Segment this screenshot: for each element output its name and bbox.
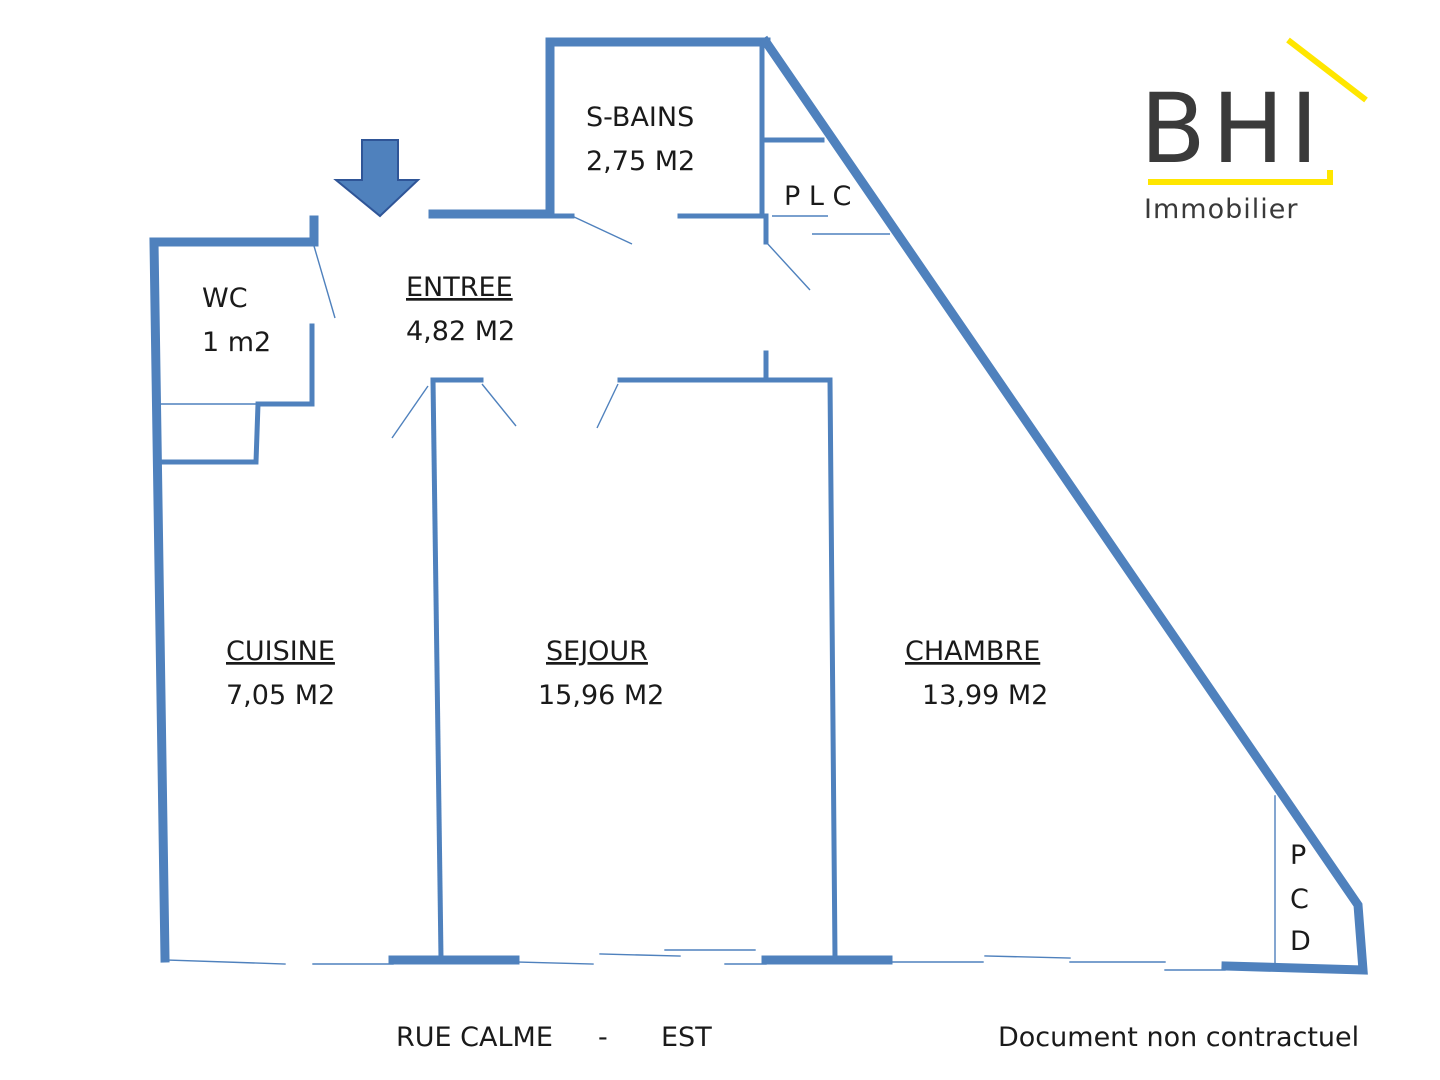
entree-area: 4,82 M2: [406, 316, 515, 347]
window-kitchen-1: [164, 959, 286, 965]
living-door-swing-right: [596, 383, 619, 429]
logo-subtitle: Immobilier: [1144, 194, 1298, 225]
entree-name: ENTREE: [406, 272, 513, 303]
door-swings: [313, 215, 890, 439]
bathroom-outer-wall: [545, 37, 771, 219]
street-name: RUE CALME: [396, 1022, 553, 1053]
bathroom-door-swing: [571, 215, 633, 245]
pcd-letter-p: P: [1290, 840, 1306, 871]
window-living-1: [514, 961, 594, 965]
sejour-name: SEJOUR: [546, 636, 648, 667]
entry-arrow-icon: [333, 139, 421, 218]
cuisine-area: 7,05 M2: [226, 680, 335, 711]
logo-roof-icon: [1286, 37, 1368, 103]
logo-underline-icon: [1148, 170, 1333, 185]
kitchen-living-partition: [430, 377, 444, 961]
bedroom-door-swing: [765, 241, 811, 291]
kitchen-door-swing: [391, 385, 429, 439]
street-dash: -: [598, 1022, 608, 1053]
sejour-area: 15,96 M2: [538, 680, 664, 711]
wc-partition: [159, 323, 315, 465]
wc-name: WC: [202, 283, 248, 314]
window-bedroom-2: [984, 955, 1071, 959]
west-wall: [149, 215, 319, 963]
sbains-name: S-BAINS: [586, 102, 694, 133]
diagonal-wall: [759, 35, 1368, 975]
wc-area: 1 m2: [202, 327, 271, 358]
outer-walls: [149, 35, 1368, 975]
sbains-area: 2,75 M2: [586, 146, 695, 177]
bathroom-partition: [677, 45, 765, 219]
disclaimer: Document non contractuel: [998, 1022, 1359, 1053]
plc-label: P L C: [784, 181, 851, 212]
pcd-letter-c: C: [1290, 884, 1309, 915]
living-door-swing-left: [481, 383, 517, 427]
cuisine-name: CUISINE: [226, 636, 335, 667]
chambre-name: CHAMBRE: [905, 636, 1040, 667]
living-bedroom-partition: [617, 377, 838, 961]
logo-text: BHI: [1140, 73, 1324, 185]
bhi-logo: BHI Immobilier: [1140, 37, 1368, 225]
wc-door-swing: [313, 245, 336, 319]
chambre-area: 13,99 M2: [922, 680, 1048, 711]
pcd-letter-d: D: [1290, 926, 1311, 957]
windows: [164, 949, 1226, 971]
orientation: EST: [661, 1022, 712, 1053]
inner-walls: [159, 45, 1276, 965]
window-living-2: [599, 953, 681, 957]
